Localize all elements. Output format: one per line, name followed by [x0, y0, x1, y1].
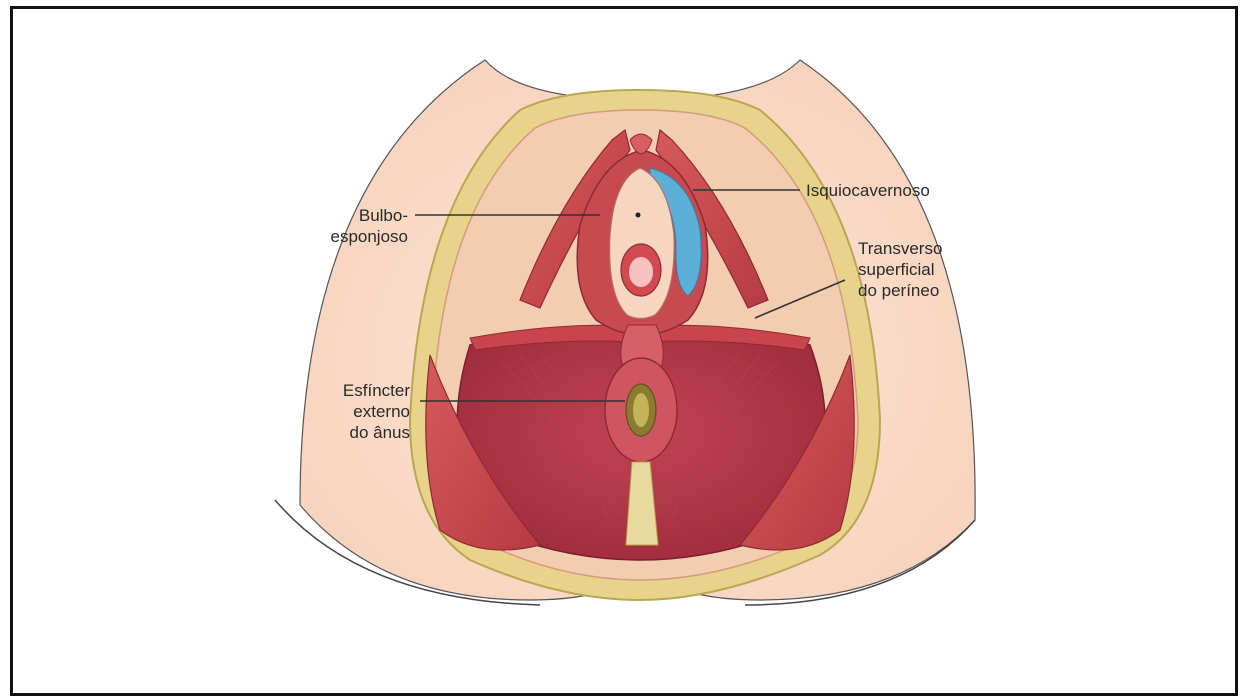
label-transverse-perineal: Transverso superficial do períneo — [858, 238, 942, 301]
perineum-illustration — [0, 0, 1250, 673]
label-bulbospongiosus-line2: esponjoso — [300, 226, 408, 247]
label-bulbospongiosus-line1: Bulbo- — [300, 205, 408, 226]
label-transverse-line2: superficial — [858, 259, 942, 280]
label-transverse-line3: do períneo — [858, 280, 942, 301]
label-ischiocavernosus-line1: Isquiocavernoso — [806, 180, 930, 201]
label-transverse-line1: Transverso — [858, 238, 942, 259]
label-ischiocavernosus: Isquiocavernoso — [806, 180, 930, 201]
label-external-anal-sphincter: Esfíncter externo do ânus — [310, 380, 410, 443]
urethral-orifice — [636, 213, 641, 218]
label-bulbospongiosus: Bulbo- esponjoso — [300, 205, 408, 247]
vaginal-orifice-inner — [629, 257, 653, 287]
anal-canal-inner — [633, 393, 649, 427]
label-sphincter-line3: do ânus — [310, 422, 410, 443]
label-sphincter-line1: Esfíncter — [310, 380, 410, 401]
label-sphincter-line2: externo — [310, 401, 410, 422]
